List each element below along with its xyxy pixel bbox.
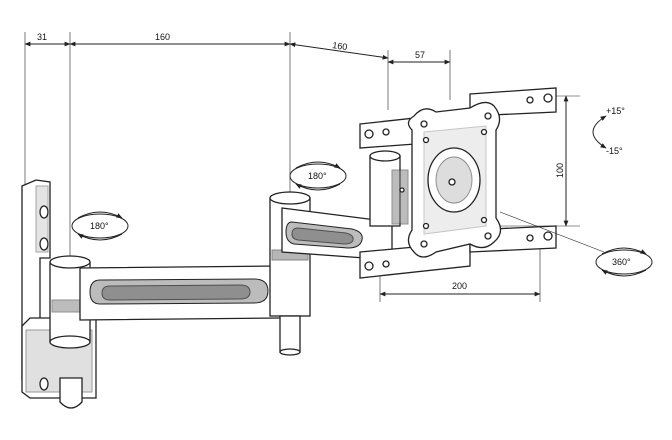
first-arm	[79, 265, 299, 321]
vesa-hole-top-left	[364, 129, 374, 139]
dimension-arm2: 160	[289, 40, 389, 60]
screen-rotation-label: 360°	[612, 257, 631, 267]
dimension-wall-offset: 31	[24, 32, 71, 47]
wall-swivel-label: 180°	[90, 221, 109, 231]
wall-screw-hole-top	[39, 205, 49, 219]
dimension-vesa-height-label: 100	[555, 163, 565, 178]
vesa-hole-bottom-left	[364, 261, 374, 271]
tilt-callout: +15° -15°	[592, 106, 625, 156]
dimension-vesa-width-label: 200	[452, 281, 467, 291]
dimension-arm2-label: 160	[332, 40, 348, 52]
wall-plate	[21, 179, 97, 409]
elbow-swivel-callout: 180°	[289, 161, 347, 191]
tilt-down-label: -15°	[606, 146, 623, 156]
dimension-vesa-height: 100	[555, 95, 569, 227]
dimension-arm1: 160	[69, 32, 291, 47]
vesa-hole-bottom-right	[543, 231, 553, 241]
wall-screw-hole-middle	[39, 237, 49, 251]
dimension-head-depth-label: 57	[415, 50, 425, 60]
dimension-arm1-label: 160	[155, 32, 170, 42]
tilt-up-label: +15°	[606, 106, 625, 116]
dimension-vesa-width: 200	[379, 281, 541, 297]
vesa-hole-top-right	[543, 93, 553, 103]
screen-rotation-callout: 360°	[499, 211, 653, 277]
dimension-wall-offset-label: 31	[37, 32, 47, 42]
tilt-head	[369, 150, 409, 227]
dimension-head-depth: 57	[387, 50, 451, 65]
wall-swivel-callout: 180°	[71, 211, 129, 241]
elbow-swivel-label: 180°	[308, 171, 327, 181]
wall-screw-hole-bottom	[39, 377, 49, 391]
second-arm	[281, 207, 393, 261]
vesa-plate	[359, 87, 557, 279]
